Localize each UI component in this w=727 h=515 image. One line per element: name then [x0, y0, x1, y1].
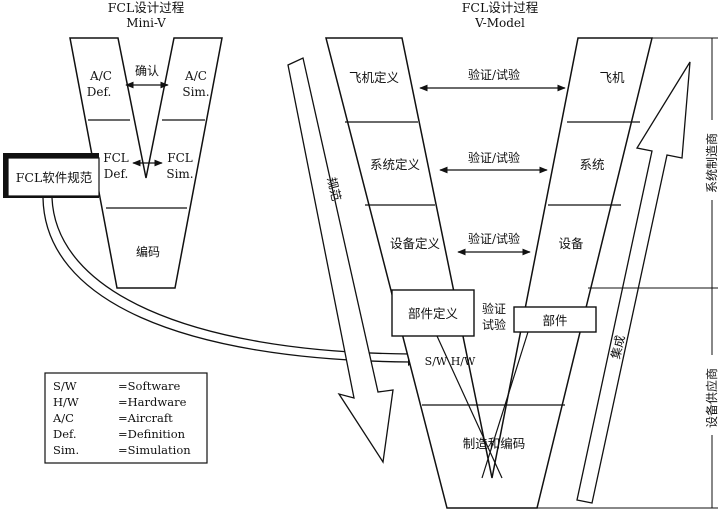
bracket-label-gap-bottom: [704, 355, 720, 435]
equipment-supplier-label: 设备供应商: [704, 368, 719, 428]
fcl-spec-label: FCL软件规范: [16, 170, 93, 185]
legend: S/W =Software H/W =Hardware A/C =Aircraf…: [44, 372, 208, 464]
spec-arrow-label: 规范: [324, 176, 344, 203]
mini-v-fcl-sim-line2: Sim.: [166, 167, 193, 181]
inner-v-right: [481, 331, 529, 479]
legend-meaning: =Aircraft: [118, 411, 173, 425]
mini-v-title: FCL设计过程: [108, 0, 185, 15]
manufacture-label: 制造和编码: [463, 436, 526, 451]
part-label: 部件: [542, 313, 567, 328]
mini-v-fcl-def-line2: Def.: [104, 167, 129, 181]
mini-v-coding-label: 编码: [136, 244, 160, 259]
verify-test-label-2: 验证/试验: [468, 150, 520, 165]
mini-v-confirm-label: 确认: [135, 64, 159, 78]
inner-v-left: [436, 335, 503, 479]
mini-v-def-label: Def.: [87, 85, 112, 99]
v-model: FCL设计过程 V-Model 飞机定义 飞机 系统定义 系统 设备定义 设备 …: [325, 0, 653, 509]
system-label: 系统: [579, 157, 604, 172]
legend-abbr: A/C: [52, 411, 74, 425]
side-brackets: 系统制造商 设备供应商: [537, 37, 720, 509]
verify-test-label-3: 验证/试验: [468, 231, 520, 246]
mini-v-ac-sim-label: A/C: [184, 69, 207, 83]
mini-v-fcl-sim-line1: FCL: [167, 151, 193, 165]
integrate-arrow-label: 集成: [608, 334, 628, 361]
legend-frame: [44, 372, 208, 464]
mini-v-ac-label: A/C: [89, 69, 112, 83]
part-def-box: [391, 289, 475, 337]
legend-meaning: =Definition: [118, 427, 186, 441]
verify-line1-label: 验证: [482, 301, 506, 316]
integrate-arrow: 集成: [576, 61, 691, 504]
v-model-subtitle: V-Model: [474, 16, 525, 30]
mini-v-fcl-def-line1: FCL: [103, 151, 129, 165]
mini-v-sim-label: Sim.: [182, 85, 209, 99]
mini-v: FCL设计过程 Mini-V A/C Def. A/C Sim. 确认 FCL …: [69, 0, 223, 289]
integrate-arrow-shape: [576, 61, 691, 504]
legend-abbr: H/W: [53, 395, 79, 409]
verify-test-label-1: 验证/试验: [468, 67, 520, 82]
legend-abbr: Sim.: [53, 443, 79, 457]
part-box: [513, 306, 597, 333]
v-model-title: FCL设计过程: [462, 0, 539, 15]
system-def-label: 系统定义: [370, 157, 421, 172]
v-model-shape: [325, 37, 653, 509]
spec-connector-inner: [51, 197, 411, 355]
legend-meaning: =Simulation: [118, 443, 191, 457]
aircraft-def-label: 飞机定义: [349, 70, 400, 85]
equipment-def-label: 设备定义: [390, 236, 441, 251]
aircraft-label: 飞机: [599, 70, 625, 85]
bracket-label-gap-top: [704, 120, 720, 200]
mini-v-shape: [69, 37, 223, 289]
legend-abbr: S/W: [53, 379, 77, 393]
mini-v-subtitle: Mini-V: [126, 16, 166, 30]
spec-connector-outer: [42, 197, 411, 363]
sw-hw-label: S/W H/W: [425, 355, 476, 368]
fcl-spec-box: FCL软件规范: [3, 153, 100, 198]
fcl-spec-frame: [7, 157, 100, 197]
part-def-label: 部件定义: [408, 306, 459, 321]
legend-meaning: =Hardware: [118, 395, 187, 409]
spec-arrow: 规范: [287, 57, 394, 464]
verify-line2-label: 试验: [482, 317, 506, 332]
spec-arrow-shape: [287, 57, 394, 464]
equipment-label: 设备: [558, 236, 584, 251]
legend-abbr: Def.: [53, 427, 77, 441]
legend-meaning: =Software: [118, 379, 181, 393]
system-maker-label: 系统制造商: [704, 133, 719, 193]
